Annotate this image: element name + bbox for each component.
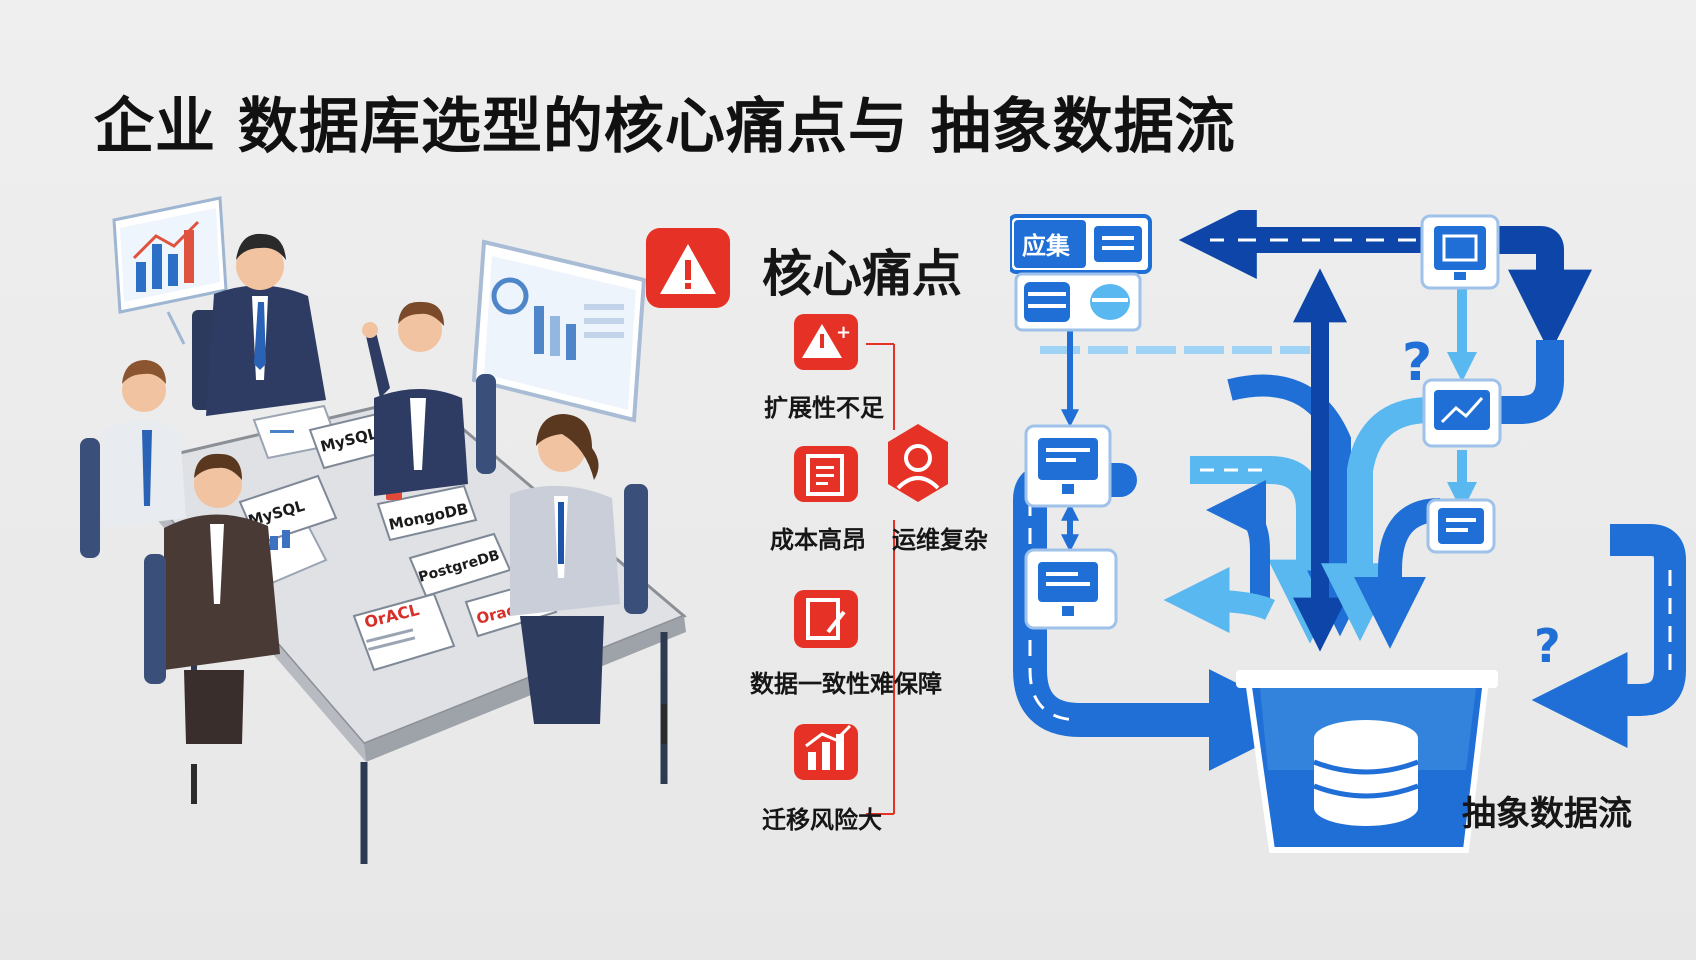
pain-item-migration: 迁移风险大 (762, 806, 882, 834)
red-bracket (866, 343, 895, 815)
alert-triangle-icon (646, 228, 730, 308)
monitor-node-1 (1024, 424, 1112, 508)
list-node (1426, 498, 1496, 554)
operator-icon (888, 424, 948, 502)
pain-item-cost: 成本高昂 (770, 526, 866, 554)
data-flow-diagram: 应集 (1010, 210, 1686, 853)
pain-section-graphics: + (646, 228, 948, 815)
pain-item-consistency: 数据一致性难保障 (750, 670, 942, 698)
page-title: 企业 数据库选型的核心痛点与 抽象数据流 (94, 92, 1236, 162)
dashboard-monitor (471, 239, 647, 423)
bar-chart-monitor (112, 196, 228, 345)
person-top (192, 233, 326, 416)
question-mark: ? (1534, 619, 1561, 673)
invoice-icon (794, 446, 858, 502)
monitor-node-2 (1024, 548, 1118, 630)
flow-section-title: 抽象数据流 (1462, 794, 1632, 834)
database-bucket-icon (1236, 670, 1498, 853)
inner-channels (1040, 268, 1441, 652)
pain-item-ops: 运维复杂 (892, 526, 988, 554)
trend-node (1422, 378, 1502, 448)
person-left (104, 360, 186, 528)
svg-text:+: + (836, 322, 851, 343)
edit-document-icon (794, 590, 858, 648)
pain-section-title: 核心痛点 (762, 245, 962, 303)
mysql-paper-2: MySQL (238, 474, 338, 550)
person-front (164, 453, 280, 744)
bar-chart-icon (794, 724, 858, 780)
app-label: 应集 (1022, 232, 1071, 260)
meeting-illustration: MySQL MySQL MongoDB PostgreDB OrACL Orac… (80, 196, 687, 864)
person-right-seated (510, 414, 620, 724)
warning-icon: + (794, 314, 858, 370)
report-node (1420, 214, 1500, 290)
person-right-standing (362, 301, 468, 496)
app-node: 应集 (1010, 214, 1152, 274)
db-pair-node (1014, 272, 1142, 332)
question-mark: ? (1402, 333, 1432, 393)
pain-item-scalability: 扩展性不足 (764, 394, 884, 422)
chairs (80, 374, 667, 804)
